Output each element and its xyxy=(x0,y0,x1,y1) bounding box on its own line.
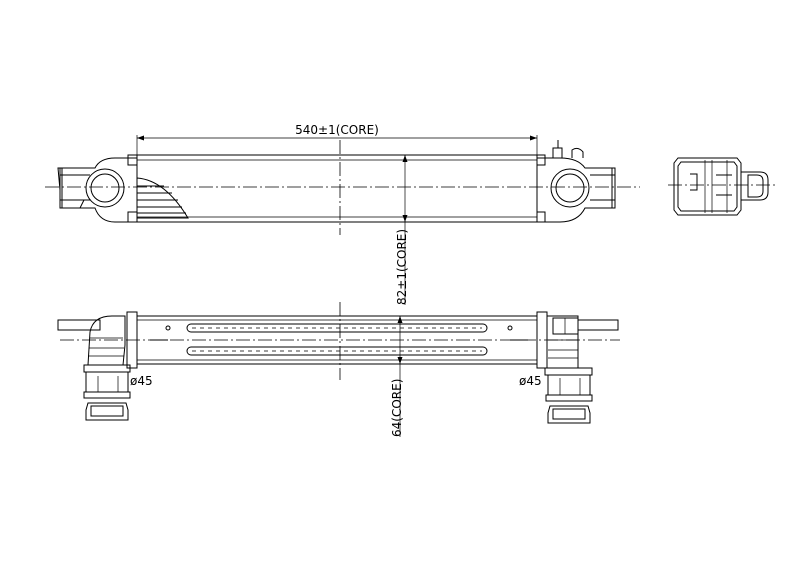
core-height-label: 82±1(CORE) xyxy=(395,229,409,305)
side-view xyxy=(668,157,775,216)
core-depth-label: 64(CORE) xyxy=(390,379,404,437)
slot-lower xyxy=(186,346,488,356)
dimension-core-height: 82±1(CORE) xyxy=(395,155,409,305)
left-pipe-diameter: ø45 xyxy=(130,374,153,388)
dimension-core-length: 540±1(CORE) xyxy=(136,123,538,155)
right-inlet-outer xyxy=(550,168,590,208)
core-body xyxy=(136,154,538,223)
right-tank xyxy=(536,140,616,223)
right-end-top: ø45 xyxy=(519,311,619,424)
left-end-top: ø45 xyxy=(57,311,153,421)
left-inlet-outer xyxy=(85,168,125,208)
left-tank xyxy=(57,154,189,223)
dimension-core-depth: 64(CORE) xyxy=(390,316,404,437)
right-pipe-diameter: ø45 xyxy=(519,374,542,388)
right-inlet-inner xyxy=(555,173,585,203)
slot-upper xyxy=(186,323,488,333)
left-inlet-inner xyxy=(90,173,120,203)
front-view: 540±1(CORE) 82±1(CORE) xyxy=(45,123,640,305)
core-length-label: 540±1(CORE) xyxy=(295,123,379,137)
top-view: ø45 ø45 6 xyxy=(57,302,620,437)
